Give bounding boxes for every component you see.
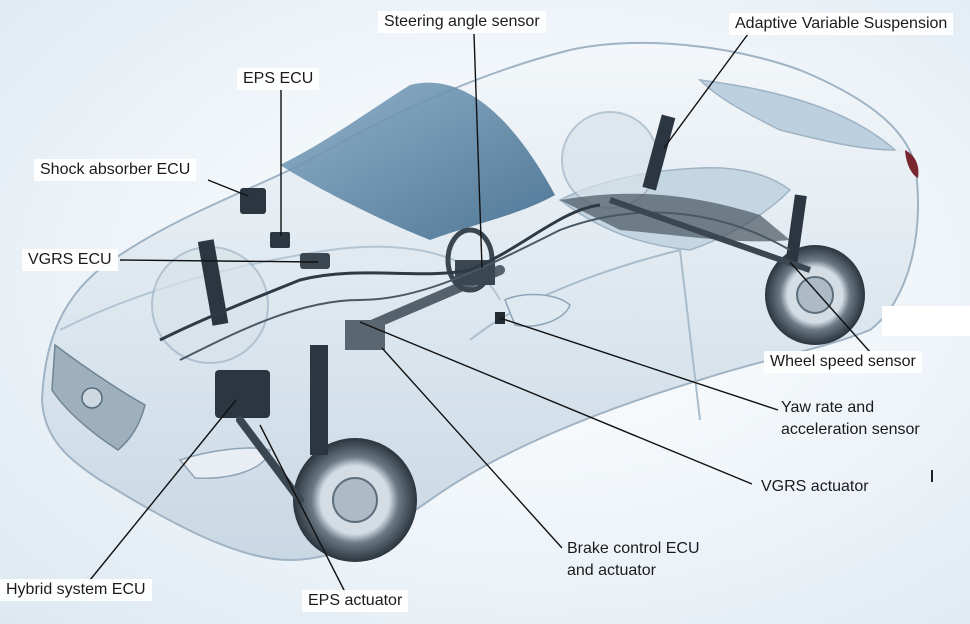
tail-light: [905, 150, 919, 178]
front-strut-right: [310, 345, 328, 455]
label-brake-line2: and actuator: [567, 562, 656, 579]
rear-strut-left: [642, 114, 676, 191]
leader-hybrid-ecu: [89, 399, 237, 581]
label-yaw-rate-line1: Yaw rate and: [781, 399, 875, 416]
rear-strut-right: [785, 194, 807, 266]
leader-yaw-rate: [499, 317, 779, 411]
headlight: [178, 447, 271, 479]
brake-actuator: [345, 320, 385, 350]
shock-absorber-ecu-box: [240, 188, 266, 214]
leader-lines: [89, 33, 871, 593]
steering-rack: [236, 416, 304, 504]
front-right-hub: [332, 477, 378, 523]
vgrs-ecu-box: [300, 253, 330, 269]
door-line: [469, 248, 701, 421]
leader-vgrs-actuator: [359, 321, 753, 485]
eps-ecu-box: [270, 232, 290, 248]
label-eps-actuator: EPS actuator: [302, 590, 409, 612]
label-wheel-speed-sensor: Wheel speed sensor: [764, 351, 922, 373]
rear-left-wheel: [561, 111, 659, 209]
leader-wheel-speed: [789, 261, 871, 353]
mirror: [504, 293, 571, 327]
hybrid-ecu-box: [215, 370, 270, 418]
windshield: [280, 82, 555, 240]
brake-lines: [179, 211, 791, 361]
leader-vgrs-ecu: [119, 259, 319, 263]
label-hybrid-system-ecu: Hybrid system ECU: [0, 579, 152, 601]
label-vgrs-actuator: VGRS actuator: [761, 478, 869, 495]
label-brake-line1: Brake control ECU: [567, 540, 700, 557]
label-brake-control: Brake control ECU and actuator: [561, 538, 743, 582]
tick-mark: [931, 470, 933, 482]
rear-window: [697, 78, 897, 151]
label-eps-ecu: EPS ECU: [237, 68, 320, 90]
leader-shock-ecu: [207, 179, 249, 197]
leader-eps-actuator: [259, 424, 346, 593]
label-adaptive-variable-suspension: Adaptive Variable Suspension: [729, 13, 954, 35]
label-shock-absorber-ecu: Shock absorber ECU: [34, 159, 197, 181]
grille-emblem: [81, 387, 103, 409]
rear-right-hub: [796, 276, 834, 314]
leader-brake-control: [381, 347, 563, 549]
wiring-harness: [159, 203, 601, 342]
label-yaw-rate-line2: acceleration sensor: [781, 421, 920, 438]
rear-axle: [609, 197, 811, 273]
label-yaw-rate-sensor: Yaw rate and acceleration sensor: [775, 397, 957, 441]
label-steering-angle-sensor: Steering angle sensor: [378, 11, 546, 33]
blank-label-box: [882, 306, 970, 336]
leader-adaptive-suspension: [663, 33, 749, 149]
leader-steering-angle: [473, 33, 483, 269]
label-vgrs-ecu: VGRS ECU: [22, 249, 118, 271]
